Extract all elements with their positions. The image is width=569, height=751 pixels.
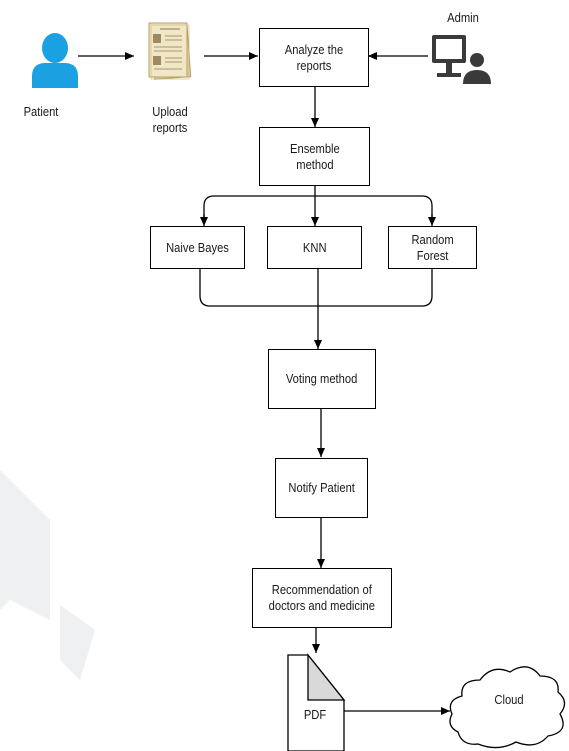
connector-fanout [203,195,433,224]
random-forest-box: Random Forest [388,226,477,269]
pdf-label: PDF [303,707,327,722]
background-watermark [0,470,50,620]
computer-user-icon [432,35,491,84]
patient-label: Patient [23,104,59,119]
naive-bayes-box: Naive Bayes [150,226,245,269]
cloud-label: Cloud [494,692,524,707]
knn-box: KNN [267,226,362,269]
admin-label: Admin [447,10,479,25]
document-stack-icon [148,22,192,80]
document-icon [287,653,346,751]
upload-reports-label: Upload reports [152,104,188,135]
recommendation-box: Recommendation of doctors and medicine [252,568,392,628]
analyze-reports-box: Analyze the reports [259,28,369,87]
voting-method-box: Voting method [268,349,376,409]
cloud-icon [449,666,566,749]
ensemble-method-box: Ensemble method [259,127,370,186]
background-watermark-2 [60,605,95,680]
connector-fanin [199,268,433,307]
notify-patient-box: Notify Patient [275,458,368,518]
person-icon [32,33,78,88]
